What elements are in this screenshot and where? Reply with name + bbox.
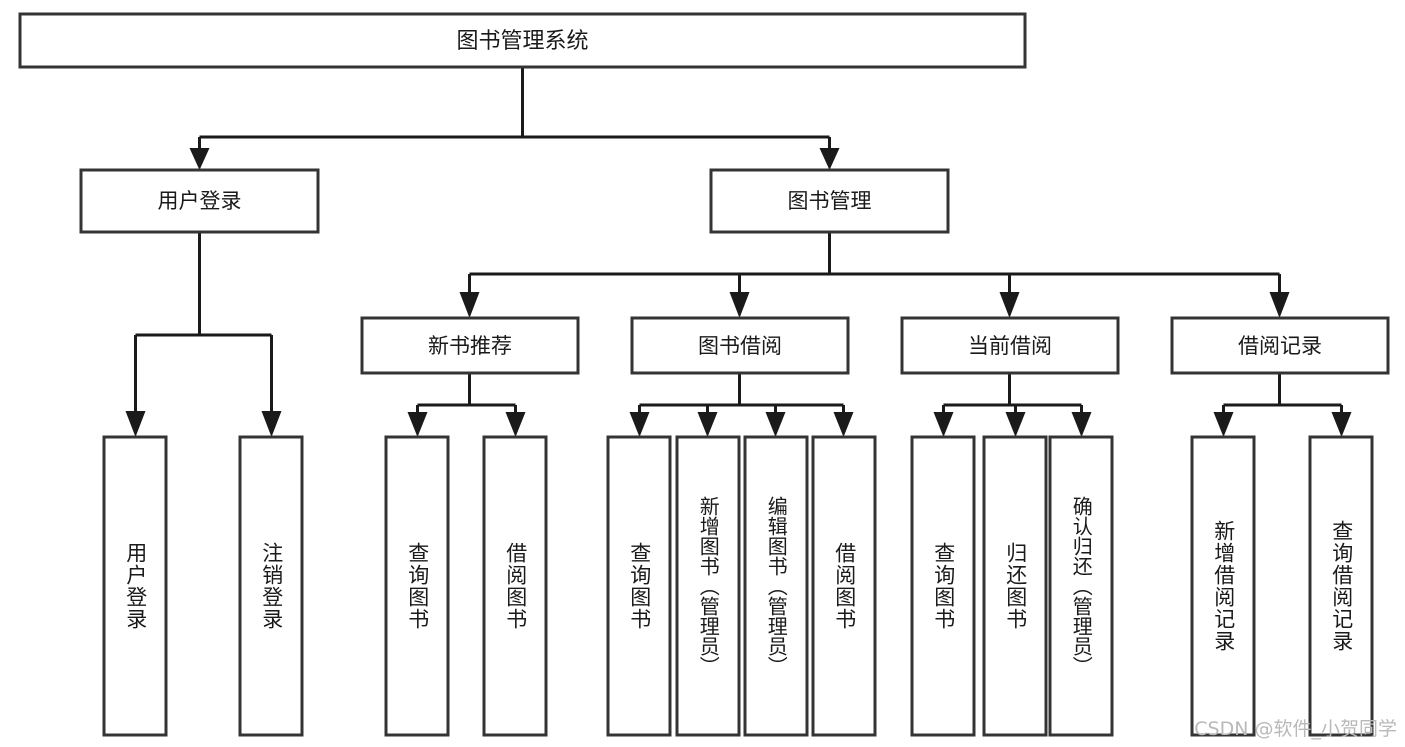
leaf-add-record-rect[interactable]	[1190, 435, 1256, 737]
node-book-borrow-rect[interactable]	[630, 316, 850, 375]
arrow-head-leaf-user-login	[125, 411, 146, 437]
node-new-book-recommend-rect[interactable]	[360, 316, 580, 375]
leaf-query-book-2-rect[interactable]	[606, 435, 672, 737]
node-current-borrow-rect[interactable]	[900, 316, 1120, 375]
leaf-query-book-1-rect[interactable]	[384, 435, 450, 737]
node-root-rect[interactable]	[18, 12, 1027, 69]
arrow-head-leaf-borrow-book-2	[833, 412, 854, 437]
node-borrow-record[interactable]: 借阅记录	[1170, 316, 1390, 375]
node-book-manage-rect[interactable]	[709, 168, 950, 234]
connector-group-root	[189, 67, 840, 170]
node-current-borrow-label: 当前借阅	[968, 334, 1052, 358]
node-book-manage-label: 图书管理	[788, 189, 872, 213]
arrow-head-book-manage	[819, 148, 840, 170]
node-user-login[interactable]: 用户登录	[79, 168, 320, 234]
arrow-head-user-login	[189, 148, 210, 170]
connector-group-user-login	[125, 232, 282, 437]
connector-group-book-borrow	[629, 373, 854, 437]
arrow-head-leaf-add-book	[697, 412, 718, 437]
arrow-head-leaf-add-record	[1213, 412, 1234, 437]
leaf-boxes	[102, 435, 1374, 737]
arrow-head-new-book-recommend	[459, 292, 480, 318]
arrow-head-leaf-query-record	[1331, 412, 1352, 437]
arrow-head-leaf-query-book-1	[407, 412, 428, 437]
leaf-return-book-rect[interactable]	[982, 435, 1048, 737]
node-book-manage[interactable]: 图书管理	[709, 168, 950, 234]
node-borrow-record-rect[interactable]	[1170, 316, 1390, 375]
arrow-head-leaf-query-book-2	[629, 412, 650, 437]
leaf-confirm-return-rect[interactable]	[1048, 435, 1114, 737]
node-borrow-record-label: 借阅记录	[1238, 334, 1322, 358]
arrow-head-book-borrow	[729, 292, 750, 318]
connector-group-book-manage	[459, 232, 1290, 318]
node-user-login-label: 用户登录	[158, 189, 242, 213]
arrow-head-leaf-borrow-book-1	[505, 412, 526, 437]
leaf-query-record-rect[interactable]	[1308, 435, 1374, 737]
node-new-book-recommend[interactable]: 新书推荐	[360, 316, 580, 375]
arrow-head-leaf-confirm-return	[1071, 412, 1092, 437]
node-book-borrow-label: 图书借阅	[698, 334, 782, 358]
leaf-logout-rect[interactable]	[238, 435, 304, 737]
node-root-label: 图书管理系统	[456, 29, 588, 54]
leaf-query-book-3-rect[interactable]	[910, 435, 976, 737]
node-book-borrow[interactable]: 图书借阅	[630, 316, 850, 375]
node-new-book-recommend-label: 新书推荐	[428, 334, 512, 358]
leaf-borrow-book-1-rect[interactable]	[482, 435, 548, 737]
leaf-edit-book-rect[interactable]	[743, 435, 809, 737]
leaf-user-login-rect[interactable]	[102, 435, 168, 737]
node-current-borrow[interactable]: 当前借阅	[900, 316, 1120, 375]
node-root[interactable]: 图书管理系统	[18, 12, 1027, 69]
connector-group-borrow-record	[1213, 373, 1352, 437]
connector-group-current-borrow	[933, 373, 1092, 437]
leaf-borrow-book-2-rect[interactable]	[811, 435, 877, 737]
connector-group-new-book-recommend	[407, 373, 526, 437]
arrow-head-leaf-logout	[261, 411, 282, 437]
arrow-head-leaf-edit-book	[765, 412, 786, 437]
arrow-head-leaf-return-book	[1005, 412, 1026, 437]
leaf-add-book-rect[interactable]	[675, 435, 741, 737]
node-user-login-rect[interactable]	[79, 168, 320, 234]
arrow-head-borrow-record	[1269, 292, 1290, 318]
arrow-head-current-borrow	[999, 292, 1020, 318]
arrow-head-leaf-query-book-3	[933, 412, 954, 437]
